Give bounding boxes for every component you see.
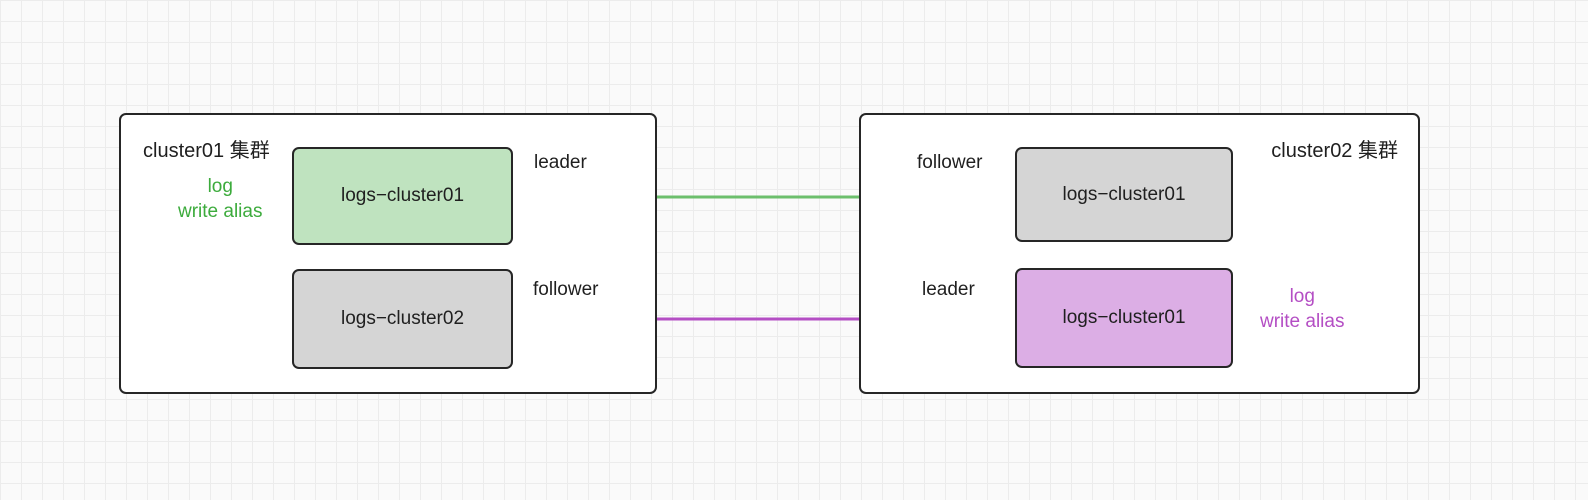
cluster-title-cluster01: cluster01 集群	[143, 140, 270, 162]
alias-label-cluster02: log write alias	[1260, 284, 1344, 334]
node-logs-cluster01-follower[interactable]: logs−cluster01	[1015, 147, 1233, 242]
alias-line1-cluster01: log	[207, 176, 233, 197]
cluster-title-cluster02: cluster02 集群	[1271, 140, 1398, 162]
alias-line2-cluster02: write alias	[1260, 311, 1345, 332]
edge-label-green-source: leader	[534, 152, 587, 173]
alias-line1-cluster02: log	[1289, 286, 1315, 307]
node-logs-cluster01-leader-remote[interactable]: logs−cluster01	[1015, 268, 1233, 368]
alias-label-cluster01: log write alias	[178, 174, 262, 224]
edge-label-purple-target: follower	[533, 279, 599, 300]
edge-label-green-target: follower	[917, 152, 983, 173]
node-logs-cluster02-follower[interactable]: logs−cluster02	[292, 269, 513, 369]
node-logs-cluster01-leader[interactable]: logs−cluster01	[292, 147, 513, 245]
alias-line2-cluster01: write alias	[178, 201, 263, 222]
edge-label-purple-source: leader	[922, 279, 975, 300]
